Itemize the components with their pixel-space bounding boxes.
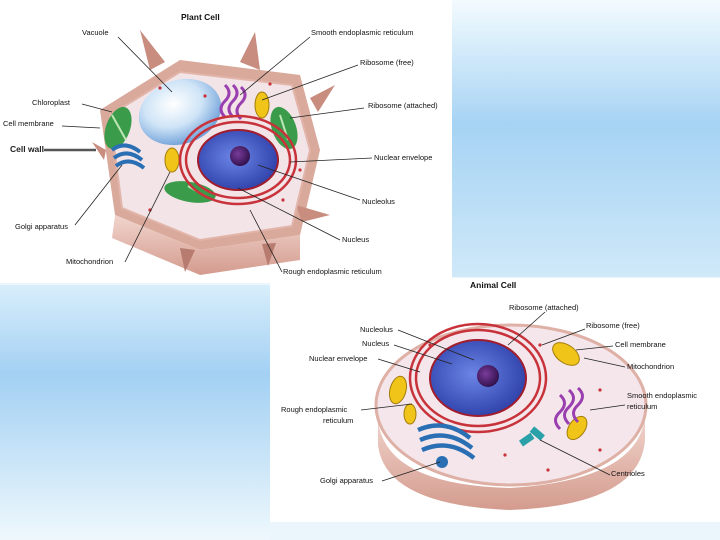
- plant-label-chloroplast: Chloroplast: [32, 99, 70, 107]
- plant-label-ribosome-free: Ribosome (free): [360, 59, 414, 67]
- animal-label-nuclear-envelope: Nuclear envelope: [309, 355, 367, 363]
- animal-label-centrioles: Centrioles: [611, 470, 645, 478]
- plant-cell-title: Plant Cell: [181, 13, 220, 22]
- animal-label-smooth-er-line1: Smooth endoplasmic: [627, 392, 697, 400]
- animal-label-smooth-er-line2: reticulum: [627, 403, 657, 411]
- plant-label-rough-er: Rough endoplasmic reticulum: [283, 268, 382, 276]
- plant-label-nucleolus: Nucleolus: [362, 198, 395, 206]
- plant-label-vacuole: Vacuole: [82, 29, 109, 37]
- animal-label-ribosome-free: Ribosome (free): [586, 322, 640, 330]
- animal-label-nucleus: Nucleus: [362, 340, 389, 348]
- animal-cell-title: Animal Cell: [470, 281, 516, 290]
- plant-label-mitochondrion: Mitochondrion: [66, 258, 113, 266]
- plant-label-ribosome-attached: Ribosome (attached): [368, 102, 438, 110]
- plant-label-nuclear-envelope: Nuclear envelope: [374, 154, 432, 162]
- animal-label-mitochondrion: Mitochondrion: [627, 363, 674, 371]
- animal-label-rough-er-line2: reticulum: [323, 417, 353, 425]
- animal-label-ribosome-attached: Ribosome (attached): [509, 304, 579, 312]
- animal-label-golgi: Golgi apparatus: [320, 477, 373, 485]
- plant-label-cell-membrane: Cell membrane: [3, 120, 54, 128]
- animal-label-nucleolus: Nucleolus: [360, 326, 393, 334]
- plant-label-smooth-er: Smooth endoplasmic reticulum: [311, 29, 414, 37]
- plant-label-cell-wall: Cell wall: [10, 145, 44, 154]
- animal-label-cell-membrane: Cell membrane: [615, 341, 666, 349]
- animal-label-rough-er-line1: Rough endoplasmic: [281, 406, 347, 414]
- plant-label-nucleus: Nucleus: [342, 236, 369, 244]
- plant-label-golgi: Golgi apparatus: [15, 223, 68, 231]
